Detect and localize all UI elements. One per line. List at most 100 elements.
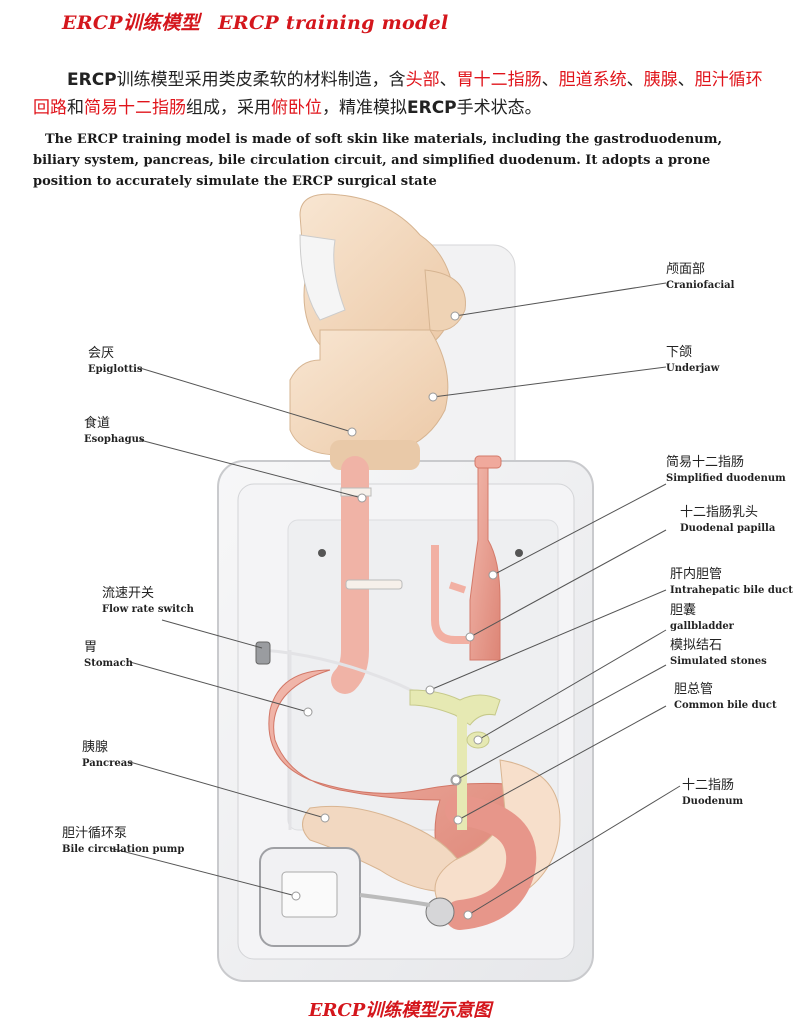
simplified-duodenum-cap	[474, 455, 502, 469]
label-intrahepatic-bile-duct: 肝内胆管 Intrahepatic bile duct	[670, 567, 793, 599]
leader-dot	[453, 815, 463, 825]
intro-zh-part: ERCP	[67, 70, 117, 90]
intro-zh-part: 、	[541, 70, 559, 90]
leader-simplified-duodenum	[492, 483, 667, 576]
papilla-tube-2	[448, 581, 467, 594]
label-zh: 下颌	[666, 345, 693, 360]
label-en: Duodenum	[682, 796, 744, 807]
esophagus-strap	[345, 579, 403, 590]
leader-pump	[109, 847, 297, 897]
intro-zh-part: 组成，采用	[186, 98, 271, 118]
leader-flow-rate	[161, 619, 263, 649]
intro-zh-part: 简易十二指肠	[84, 98, 186, 118]
leader-dot	[428, 392, 438, 402]
label-simulated-stones: 模拟结石 Simulated stones	[670, 638, 767, 670]
intro-zh-part: ，精准模拟	[322, 98, 407, 118]
figure-caption: ERCP训练模型示意图	[308, 1000, 492, 1021]
esophagus-tube	[331, 456, 369, 694]
leader-craniofacial	[454, 282, 667, 317]
leader-duodenal-papilla	[469, 529, 667, 638]
label-en: Bile circulation pump	[62, 844, 185, 855]
title-zh: ERCP训练模型	[62, 12, 201, 34]
page-title: ERCP训练模型 ERCP training model	[62, 8, 449, 35]
leader-epiglottis	[139, 367, 353, 433]
intro-zh-paragraph: ERCP训练模型采用类皮柔软的材料制造，含头部、胃十二指肠、胆道系统、胰腺、胆汁…	[33, 66, 773, 122]
leader-dot	[425, 685, 435, 695]
label-en: Epiglottis	[88, 364, 143, 375]
label-esophagus: 食道 Esophagus	[84, 416, 145, 448]
label-craniofacial: 颅面部 Craniofacial	[666, 262, 734, 294]
label-en: Simulated stones	[670, 656, 767, 667]
label-zh: 胃	[84, 640, 98, 655]
label-zh: 十二指肠	[682, 778, 735, 793]
esophagus-clamp	[340, 487, 372, 497]
intro-zh-part: ERCP	[407, 98, 457, 118]
pump-hose	[359, 893, 431, 907]
leader-duodenum	[467, 785, 681, 916]
pump-body	[281, 871, 338, 918]
intro-zh-part: 、	[439, 70, 457, 90]
label-underjaw: 下颌 Underjaw	[666, 345, 719, 377]
leader-lines	[109, 282, 681, 916]
leader-stomach	[129, 661, 309, 713]
head-mask	[299, 234, 346, 321]
leader-dot	[303, 707, 313, 717]
intrahepatic-bile-duct-shape	[409, 689, 501, 726]
label-zh: 简易十二指肠	[666, 455, 745, 470]
intro-zh-part: 胰腺	[643, 70, 678, 90]
label-zh: 颅面部	[666, 262, 706, 277]
leader-underjaw	[432, 366, 667, 398]
flow-rate-switch-body	[255, 641, 271, 665]
intro-zh-part: 胆道系统	[558, 70, 627, 90]
intro-zh-part: 胃十二指肠	[456, 70, 542, 90]
tray-bolt	[515, 549, 523, 557]
label-zh: 胆总管	[674, 682, 714, 697]
duodenum-connector	[425, 897, 455, 927]
label-zh: 食道	[84, 416, 111, 431]
papilla-tube	[431, 545, 470, 644]
leader-dot	[463, 910, 473, 920]
intro-zh-part: 、	[677, 70, 695, 90]
label-en: Common bile duct	[674, 700, 777, 711]
label-flow-rate-switch: 流速开关 Flow rate switch	[102, 586, 194, 618]
leader-dot	[291, 891, 301, 901]
leader-dots	[291, 311, 498, 920]
title-en: ERCP training model	[218, 12, 449, 34]
leader-dot	[320, 813, 330, 823]
leader-esophagus	[139, 439, 363, 499]
label-en: Flow rate switch	[102, 604, 194, 615]
label-pancreas: 胰腺 Pancreas	[82, 740, 133, 772]
leader-dot	[451, 775, 461, 785]
label-en: Craniofacial	[666, 280, 735, 291]
label-zh: 胆汁循环泵	[62, 826, 128, 841]
intro-zh-part: 训练模型采用类皮柔软的材料制造，含	[116, 70, 406, 90]
head-jaw	[289, 329, 449, 456]
label-zh: 流速开关	[102, 586, 155, 601]
label-zh: 胆囊	[670, 603, 697, 618]
tray-bolt	[318, 549, 326, 557]
label-common-bile-duct: 胆总管 Common bile duct	[674, 682, 777, 714]
label-zh: 模拟结石	[670, 638, 723, 653]
leader-gallbladder	[477, 629, 667, 741]
label-en: Pancreas	[82, 758, 133, 769]
label-zh: 肝内胆管	[670, 567, 723, 582]
leader-dot	[488, 570, 498, 580]
label-en: Intrahepatic bile duct	[670, 585, 793, 596]
duodenum-loop	[445, 795, 537, 930]
label-en: gallbladder	[670, 621, 734, 632]
label-en: Simplified duodenum	[666, 473, 786, 484]
intro-zh-part: 、	[626, 70, 644, 90]
label-en: Underjaw	[666, 363, 720, 374]
leader-dot	[473, 735, 483, 745]
leader-dot	[347, 427, 357, 437]
label-zh: 胰腺	[82, 740, 109, 755]
leader-dot	[357, 493, 367, 503]
label-epiglottis: 会厌 Epiglottis	[88, 346, 143, 378]
leader-dot	[450, 311, 460, 321]
leader-common-bile-duct	[457, 705, 667, 821]
label-zh: 会厌	[88, 346, 115, 361]
label-en: Esophagus	[84, 434, 145, 445]
simplified-duodenum-tube	[469, 461, 501, 661]
